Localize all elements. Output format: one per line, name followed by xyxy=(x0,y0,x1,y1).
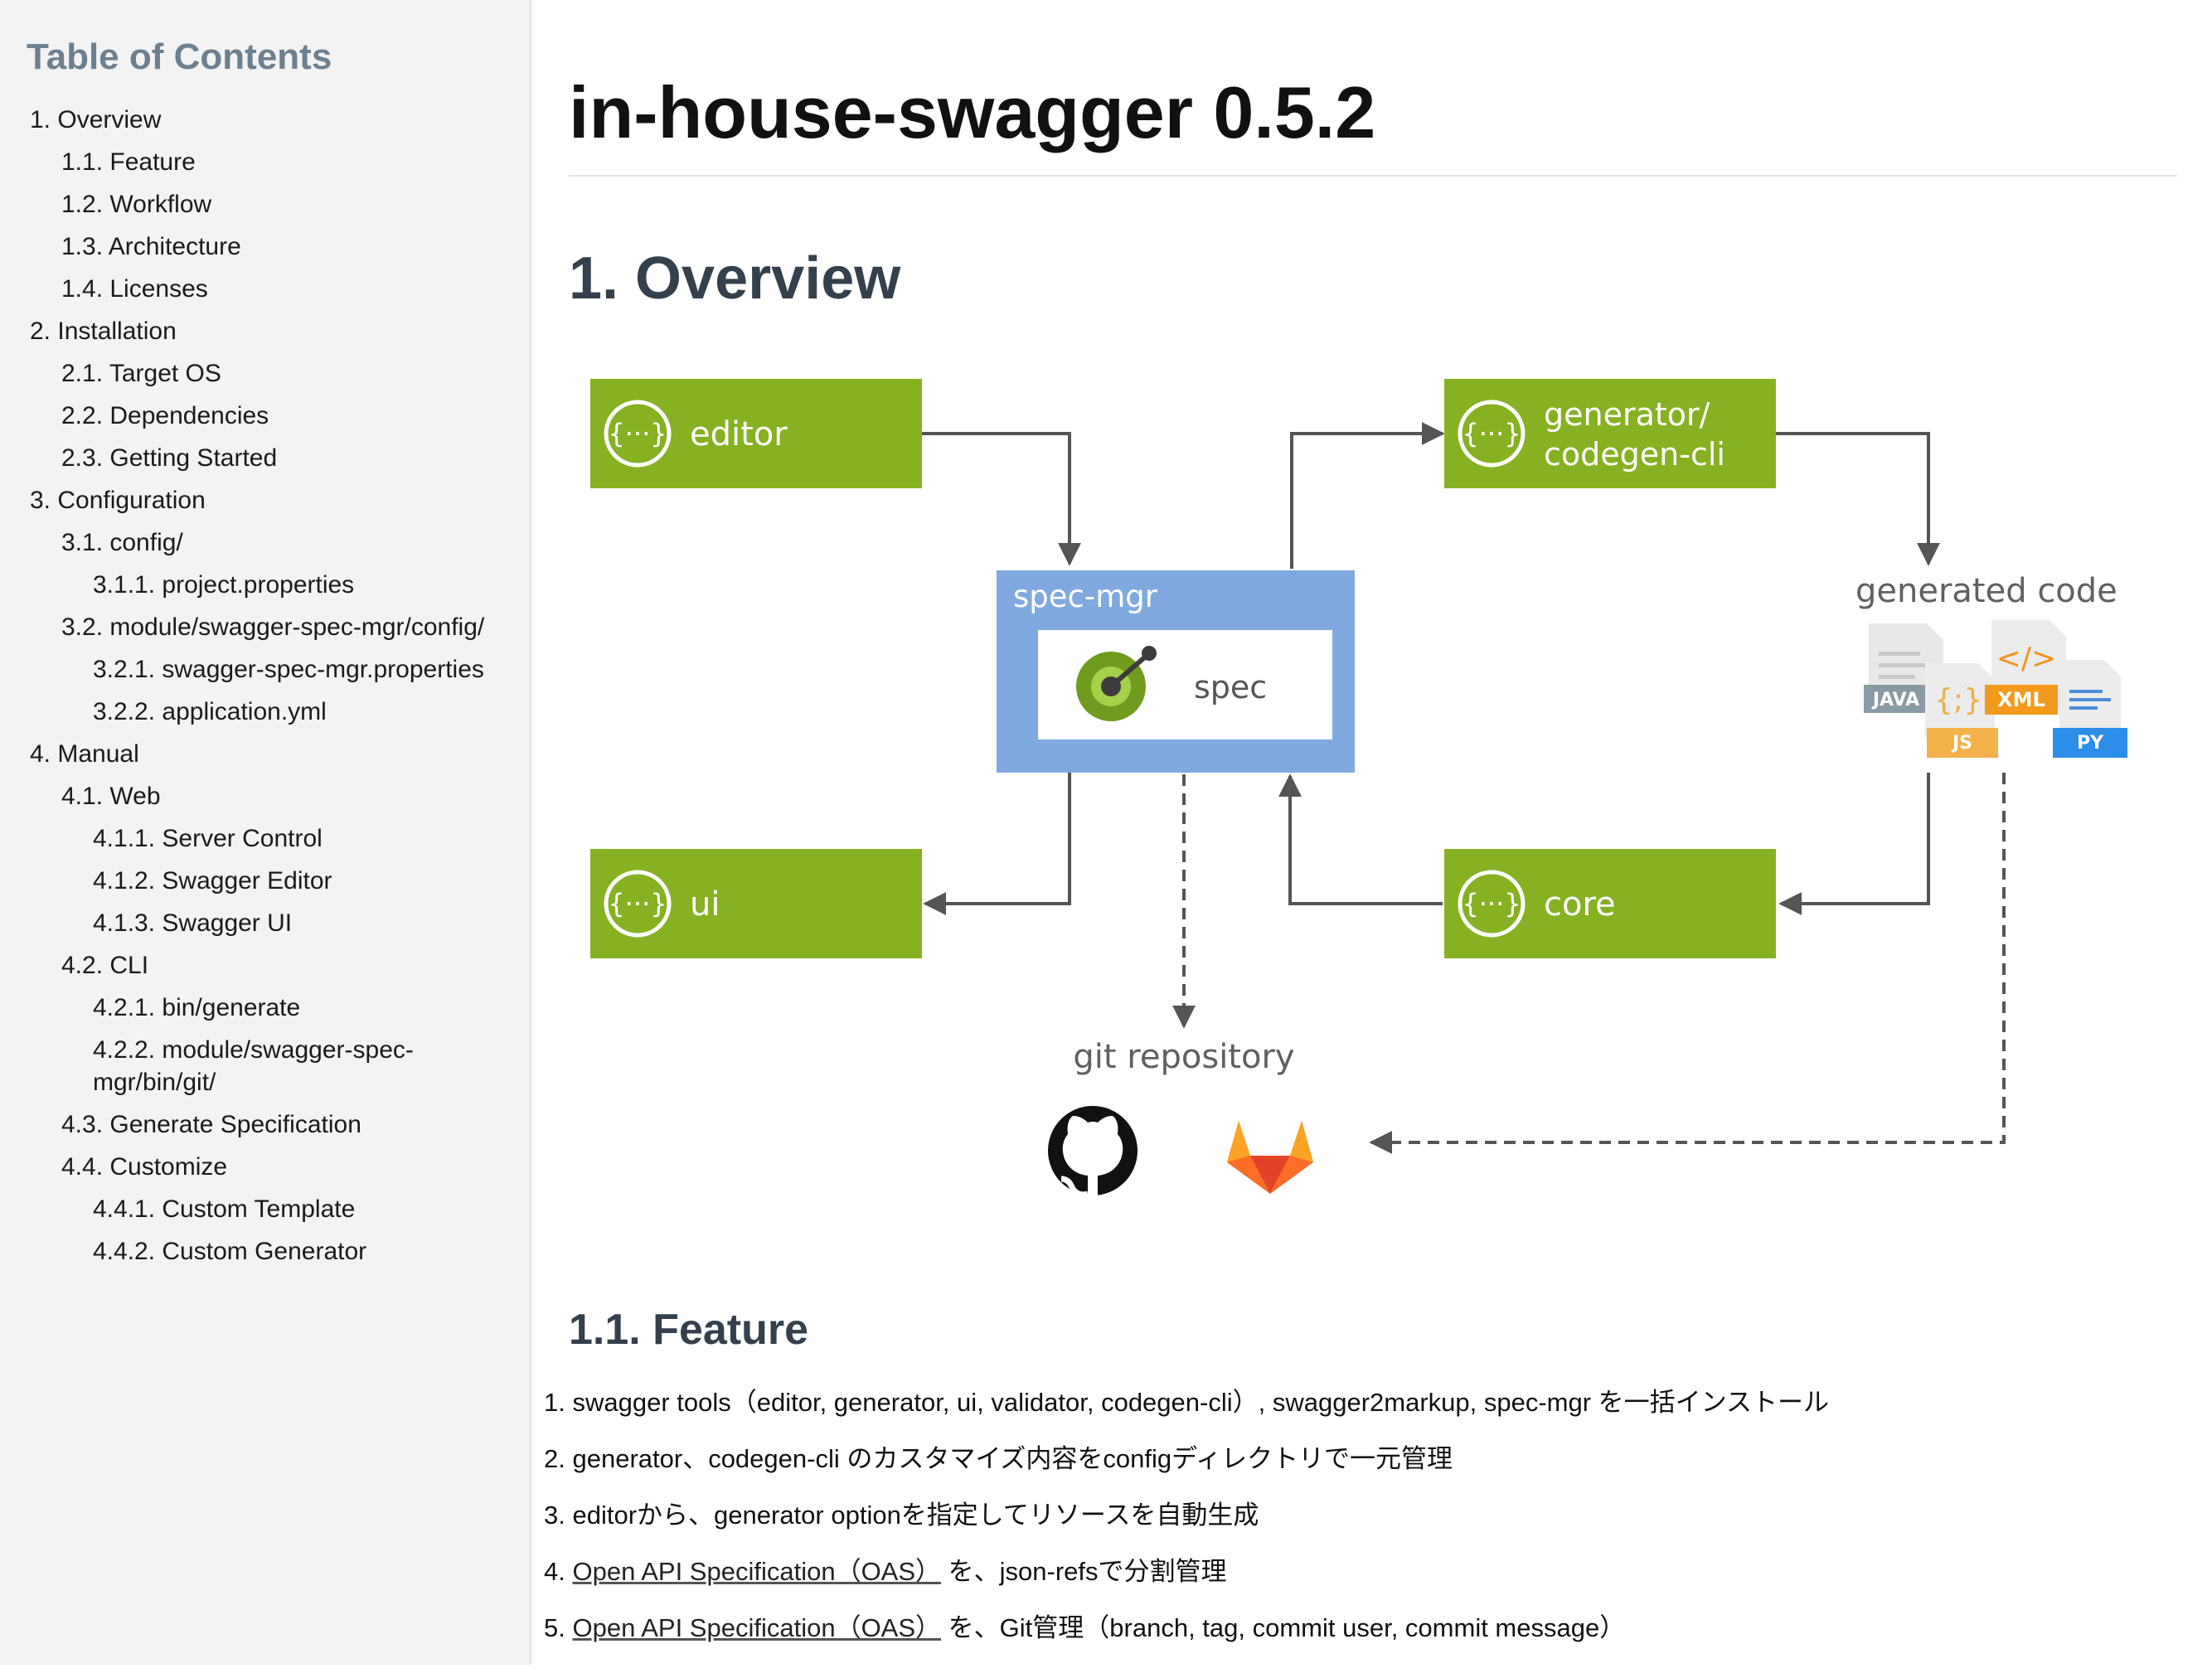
svg-text:PY: PY xyxy=(2077,733,2104,754)
arrow-generator-to-generated-code xyxy=(1776,432,1940,566)
feature-number: 2. xyxy=(544,1444,565,1473)
toc-item-target-os[interactable]: 2.1. Target OS xyxy=(61,360,221,387)
github-icon xyxy=(1048,1106,1138,1198)
xml-file-icon: </> XML xyxy=(1985,620,2066,715)
feature-number: 5. xyxy=(544,1613,565,1642)
toc-item-cli[interactable]: 4.2. CLI xyxy=(61,952,149,979)
spec-mgr-label: spec-mgr xyxy=(1013,579,1158,614)
gitlab-icon xyxy=(1227,1121,1313,1194)
architecture-diagram: {···} editor {···} generator/ codegen-cl… xyxy=(590,379,2127,1198)
arrow-core-to-spec-mgr xyxy=(1278,773,1443,905)
toc-item-swagger-editor[interactable]: 4.1.2. Swagger Editor xyxy=(93,867,332,895)
feature-item: 5. Open API Specification（OAS） を、Git管理（b… xyxy=(544,1612,2185,1668)
svg-text:JS: JS xyxy=(1951,733,1972,754)
section-heading-feature: 1.1. Feature xyxy=(569,1306,809,1354)
toc-item-application-yml[interactable]: 3.2.2. application.yml xyxy=(93,698,327,725)
spec-mgr-box: spec-mgr spec xyxy=(997,570,1355,773)
svg-text:JAVA: JAVA xyxy=(1871,690,1919,710)
svg-text:</>: </> xyxy=(1996,642,2056,676)
editor-label: editor xyxy=(690,415,788,453)
openapi-icon xyxy=(1076,646,1157,721)
swagger-icon: {···} xyxy=(1458,400,1526,468)
toc-item-overview[interactable]: 1. Overview xyxy=(30,106,162,133)
toc-item-feature[interactable]: 1.1. Feature xyxy=(61,148,196,176)
editor-box: {···} editor xyxy=(590,379,922,488)
toc-item-licenses[interactable]: 1.4. Licenses xyxy=(61,275,208,303)
git-repository-label: git repository xyxy=(1073,1038,1294,1076)
swagger-icon: {···} xyxy=(1458,870,1526,938)
title-divider xyxy=(569,175,2177,177)
arrow-editor-to-spec-mgr xyxy=(922,432,1081,566)
toc-item-config-dir[interactable]: 3.1. config/ xyxy=(61,529,183,556)
feature-text: editorから、generator optionを指定してリソースを自動生成 xyxy=(572,1501,1259,1530)
arrow-spec-mgr-to-generator xyxy=(1290,422,1445,569)
toc-sidebar: Table of Contents 1. Overview 1.1. Featu… xyxy=(0,0,531,1665)
arrow-generated-code-to-core xyxy=(1778,773,1930,915)
svg-text:{···}: {···} xyxy=(608,418,667,449)
core-box: {···} core xyxy=(1444,849,1776,958)
ui-box: {···} ui xyxy=(590,849,922,958)
feature-item: 1. swagger tools（editor, generator, ui, … xyxy=(544,1386,2185,1443)
swagger-icon: {···} xyxy=(604,870,672,938)
toc-item-spec-mgr-properties[interactable]: 3.2.1. swagger-spec-mgr.properties xyxy=(93,656,484,683)
generator-box: {···} generator/ codegen-cli xyxy=(1444,379,1776,488)
toc-title: Table of Contents xyxy=(27,36,332,77)
toc-item-installation[interactable]: 2. Installation xyxy=(30,318,177,345)
toc-item-bin-generate[interactable]: 4.2.1. bin/generate xyxy=(93,994,301,1021)
toc-item-workflow[interactable]: 1.2. Workflow xyxy=(61,191,212,218)
git-repository-group: git repository xyxy=(1048,1038,1313,1198)
toc-item-architecture[interactable]: 1.3. Architecture xyxy=(61,233,241,260)
arrow-generated-code-to-git xyxy=(1369,773,2006,1154)
java-file-icon: JAVA xyxy=(1864,623,1943,713)
feature-item: 4. Open API Specification（OAS） を、json-re… xyxy=(544,1555,2185,1612)
js-file-icon: {;} JS xyxy=(1925,663,1998,758)
toc-item-web[interactable]: 4.1. Web xyxy=(61,783,161,810)
toc-item-custom-generator[interactable]: 4.4.2. Custom Generator xyxy=(93,1238,367,1265)
feature-list: 1. swagger tools（editor, generator, ui, … xyxy=(544,1386,2185,1668)
toc-item-customize[interactable]: 4.4. Customize xyxy=(61,1153,228,1181)
svg-text:{;}: {;} xyxy=(1934,683,1982,717)
svg-text:{···}: {···} xyxy=(1462,888,1521,919)
diagram-connectors xyxy=(922,422,2006,1154)
generator-label-line2: codegen-cli xyxy=(1544,436,1725,473)
svg-text:{···}: {···} xyxy=(608,888,667,919)
py-file-icon: PY xyxy=(2053,660,2127,758)
toc-item-generate-specification[interactable]: 4.3. Generate Specification xyxy=(61,1111,361,1138)
toc-item-configuration[interactable]: 3. Configuration xyxy=(30,487,206,514)
svg-text:{···}: {···} xyxy=(1462,418,1521,449)
generated-code-label: generated code xyxy=(1855,572,2117,610)
feature-text: を、Git管理（branch, tag, commit user, commit… xyxy=(948,1613,1626,1642)
feature-number: 3. xyxy=(544,1501,565,1530)
generator-label-line1: generator/ xyxy=(1544,396,1710,433)
feature-number: 1. xyxy=(544,1388,565,1417)
generated-code-group: generated code JAVA {;} JS </> XML xyxy=(1855,572,2127,758)
toc-list: 1. Overview 1.1. Feature 1.2. Workflow 1… xyxy=(0,104,531,1278)
oas-link[interactable]: Open API Specification（OAS） xyxy=(572,1557,942,1586)
toc-item-server-control[interactable]: 4.1.1. Server Control xyxy=(93,825,323,852)
main-content: in-house-swagger 0.5.2 1. Overview {···} xyxy=(532,0,2212,1665)
ui-label: ui xyxy=(690,885,720,924)
page-title: in-house-swagger 0.5.2 xyxy=(569,71,1376,153)
spec-label: spec xyxy=(1194,669,1267,706)
toc-item-dependencies[interactable]: 2.2. Dependencies xyxy=(61,402,269,429)
section-heading-overview: 1. Overview xyxy=(569,245,901,312)
toc-item-custom-template[interactable]: 4.4.1. Custom Template xyxy=(93,1195,356,1223)
feature-item: 3. editorから、generator optionを指定してリソースを自動… xyxy=(544,1499,2185,1555)
oas-link[interactable]: Open API Specification（OAS） xyxy=(572,1613,942,1642)
toc-item-spec-mgr-config[interactable]: 3.2. module/swagger-spec-mgr/config/ xyxy=(61,613,485,641)
feature-number: 4. xyxy=(544,1557,565,1586)
feature-text: を、json-refsで分割管理 xyxy=(948,1557,1227,1586)
toc-item-manual[interactable]: 4. Manual xyxy=(30,740,139,768)
core-label: core xyxy=(1544,885,1616,924)
arrow-spec-mgr-to-ui xyxy=(923,773,1071,915)
toc-item-getting-started[interactable]: 2.3. Getting Started xyxy=(61,444,278,472)
toc-item-project-properties[interactable]: 3.1.1. project.properties xyxy=(93,571,355,599)
feature-text: generator、codegen-cli のカスタマイズ内容をconfigディ… xyxy=(572,1444,1453,1473)
toc-item-bin-git[interactable]: 4.2.2. module/swagger-spec-mgr/bin/git/ xyxy=(93,1036,414,1096)
feature-text: swagger tools（editor, generator, ui, val… xyxy=(572,1388,1830,1417)
swagger-icon: {···} xyxy=(604,400,672,468)
svg-text:XML: XML xyxy=(1997,688,2045,711)
feature-item: 2. generator、codegen-cli のカスタマイズ内容をconfi… xyxy=(544,1443,2185,1499)
toc-item-swagger-ui[interactable]: 4.1.3. Swagger UI xyxy=(93,909,293,937)
